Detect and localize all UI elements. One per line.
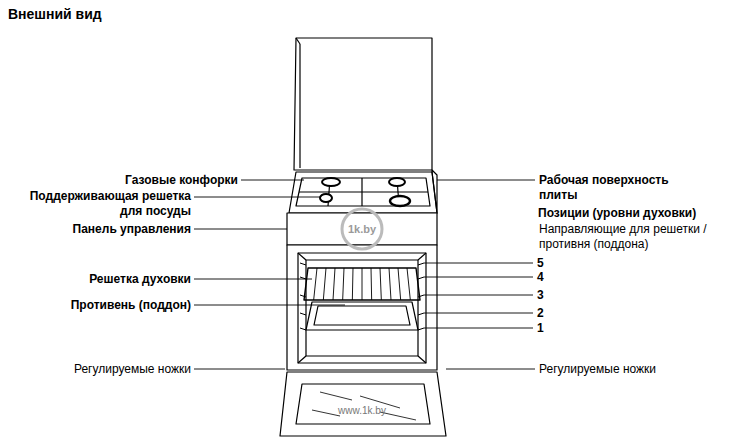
rack-bar	[371, 268, 373, 300]
rack-bar	[352, 268, 354, 300]
rack-bar	[389, 268, 391, 300]
page-title: Внешний вид	[8, 6, 102, 22]
part-label: Направляющие для решетки / противня (под…	[539, 222, 719, 252]
part-label: Панель управления	[11, 222, 191, 237]
part-label: Рабочая поверхность плиты	[539, 173, 699, 203]
part-label: Газовые конфорки	[38, 173, 238, 188]
callout-number: 4	[537, 270, 557, 285]
rack-bar	[343, 268, 344, 300]
rack-bar	[407, 268, 410, 300]
part-label: Регулируемые ножки	[539, 362, 719, 377]
callout-number: 3	[537, 288, 557, 303]
callout-number: 5	[537, 256, 557, 271]
rack-bar	[362, 268, 363, 300]
rack-bar	[380, 268, 381, 300]
rack-bar	[314, 268, 317, 300]
watermark: www.1k.by	[322, 404, 402, 417]
section-heading: Позиции (уровни духовки)	[538, 206, 730, 221]
part-label: Регулируемые ножки	[11, 362, 191, 377]
callout-number: 1	[537, 321, 557, 336]
callout-number: 2	[537, 306, 557, 321]
rack-bar	[398, 268, 401, 300]
rack-bar	[333, 268, 335, 300]
rack-bar	[323, 268, 326, 300]
part-label: Решетка духовки	[11, 272, 191, 287]
part-label: Противень (поддон)	[11, 298, 191, 313]
part-label: Поддерживающая решетка для посуды	[16, 189, 191, 219]
watermark: 1k.by	[342, 222, 382, 236]
